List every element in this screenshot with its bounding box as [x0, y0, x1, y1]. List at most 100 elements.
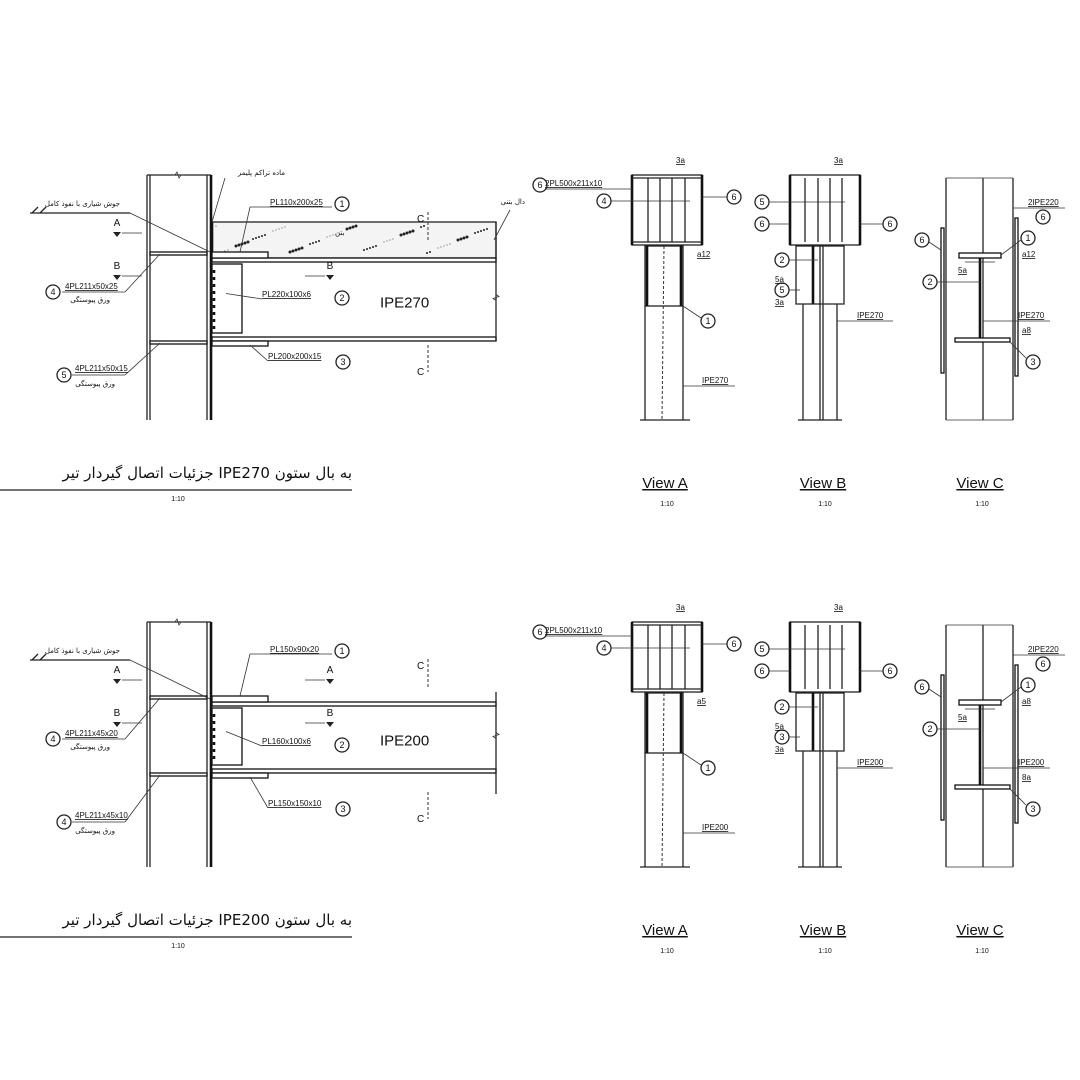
- line: [1009, 341, 1027, 359]
- view-c-column-label: 2IPE220: [1028, 645, 1059, 654]
- callout-bubble: 1: [334, 643, 350, 659]
- view-c-beam-label: IPE200: [1018, 758, 1045, 767]
- callout-number: 6: [759, 666, 764, 676]
- callout-bubble: 2: [774, 252, 790, 268]
- aggregate-dot: [272, 230, 274, 232]
- weld-symbol-icon: [31, 653, 47, 661]
- callout-circle: [45, 731, 61, 747]
- aggregate-dot: [426, 252, 428, 254]
- section-arrow-icon: [326, 722, 334, 727]
- leader: [249, 344, 269, 362]
- callout-bubble: 4: [596, 193, 612, 209]
- callout-number: 4: [50, 734, 55, 744]
- aggregate-dot: [429, 251, 431, 253]
- callout-bubble: 6: [726, 189, 742, 205]
- view-c-title: View C: [956, 922, 1003, 939]
- section-marker: A: [113, 665, 142, 684]
- view-c-scale: 1:10: [975, 948, 989, 955]
- view-b-column-label: IPE270: [857, 311, 884, 320]
- bottom-flange-plate: [211, 772, 269, 779]
- callout-circle: [700, 313, 716, 329]
- plate-view: [644, 245, 684, 307]
- callout-number: 1: [705, 316, 710, 326]
- column: [146, 618, 213, 867]
- weld-label: 3a: [775, 298, 784, 307]
- weld-label: 3a: [775, 745, 784, 754]
- line: [1000, 239, 1022, 256]
- callout-number: 3: [340, 357, 345, 367]
- callout-circle: [1025, 354, 1041, 370]
- weld-note-leader: [129, 212, 211, 253]
- callout-number: 6: [731, 192, 736, 202]
- aggregate-dot: [275, 229, 277, 231]
- continuity-note: ورق پیوستگی: [70, 742, 110, 751]
- view-a-plate-label: 2PL500x211x10: [545, 626, 603, 635]
- shear-plate: [211, 263, 243, 334]
- callout-bubble: 5: [754, 194, 770, 210]
- break-line-icon: [172, 618, 184, 626]
- section-c-top: C: [417, 661, 424, 672]
- side-plate: [940, 227, 945, 374]
- aggregate-dot: [224, 250, 226, 252]
- callout-bubble: 2: [922, 274, 938, 290]
- callout-circle: [334, 290, 350, 306]
- leader: [124, 774, 161, 823]
- callout-circle: [914, 232, 930, 248]
- callout-circle: [334, 737, 350, 753]
- callout-number: 2: [779, 702, 784, 712]
- beam: IPE200: [211, 692, 500, 794]
- callout-circle: [700, 760, 716, 776]
- section-arrow-icon: [113, 232, 121, 237]
- weld-label: 5a: [775, 275, 784, 284]
- view-c-scale: 1:10: [975, 501, 989, 508]
- leader: [124, 342, 161, 376]
- line: [682, 305, 702, 319]
- aggregate-dot: [383, 241, 385, 243]
- callout-bubble: 1: [1020, 677, 1036, 693]
- aggregate-dot: [465, 235, 469, 239]
- weld-label: a12: [697, 250, 711, 259]
- view-a-scale: 1:10: [660, 948, 674, 955]
- section-marker: A: [305, 665, 334, 684]
- callout-number: 2: [779, 255, 784, 265]
- callout-circle: [532, 624, 548, 640]
- continuity-plate-bottom: [149, 340, 208, 345]
- aggregate-dot: [372, 246, 374, 248]
- view-c-column-label: 2IPE220: [1028, 198, 1059, 207]
- aggregate-dot: [483, 229, 485, 231]
- aggregate-dot: [345, 227, 349, 231]
- aggregate-dot: [332, 234, 334, 236]
- leader: [225, 731, 263, 747]
- leader: [124, 253, 161, 293]
- aggregate-dot: [408, 230, 412, 234]
- aggregate-dot: [456, 238, 460, 242]
- aggregate-dot: [284, 226, 286, 228]
- plate-2-label: PL160x100x6: [262, 737, 311, 746]
- callout-number: 1: [1025, 680, 1030, 690]
- section-arrow-icon: [113, 722, 121, 727]
- leader: [249, 776, 269, 809]
- callout-bubble: 4: [45, 284, 61, 300]
- aggregate-dot: [243, 241, 247, 245]
- aggregate-dot: [315, 241, 317, 243]
- callout-number: 6: [919, 682, 924, 692]
- aggregate-dot: [237, 243, 241, 247]
- continuity-plate-bottom-label: 4PL211x50x15: [75, 364, 128, 373]
- callout-number: 1: [1025, 233, 1030, 243]
- callout-circle: [45, 284, 61, 300]
- plate-3-label: PL150x150x10: [268, 799, 322, 808]
- weld-label: 3a: [676, 603, 685, 612]
- flange-box: [631, 174, 703, 246]
- side-plate: [1014, 217, 1019, 377]
- callout-circle: [334, 196, 350, 212]
- leader: [493, 209, 511, 241]
- continuity-plate-top-label: 4PL211x45x20: [65, 729, 118, 738]
- callout-bubble: 4: [45, 731, 61, 747]
- continuity-plate-top: [149, 695, 208, 700]
- section-letter: B: [114, 708, 121, 719]
- section-letter: A: [114, 665, 121, 676]
- beam-label: IPE270: [380, 295, 429, 312]
- aggregate-dot: [477, 231, 479, 233]
- view-c-beam-label: IPE270: [1018, 311, 1045, 320]
